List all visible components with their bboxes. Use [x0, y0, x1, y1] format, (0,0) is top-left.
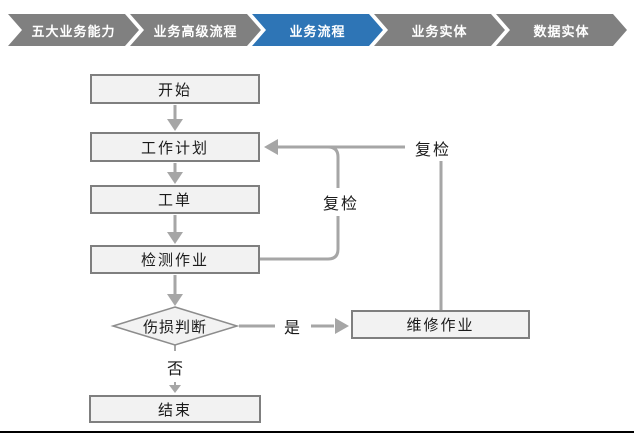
flow-node-label: 开始 — [157, 81, 192, 99]
nav-chevron-business-entity[interactable]: 业务实体 — [374, 14, 505, 46]
edge-label-no: 否 — [160, 351, 192, 382]
nav-chevron-label: 五大业务能力 — [31, 23, 116, 39]
decision-diamond-shape — [110, 306, 240, 346]
edge-label-text: 复检 — [322, 196, 359, 213]
flow-node-label: 结束 — [157, 401, 192, 419]
flow-node-inspection: 检测作业 — [90, 245, 260, 274]
flow-node-label: 检测作业 — [140, 252, 209, 269]
bottom-divider — [0, 431, 634, 433]
connector-repair-recheck — [278, 145, 443, 310]
nav-chevron-label: 数据实体 — [533, 23, 590, 39]
nav-chevron-business-process-active[interactable]: 业务流程 — [252, 14, 383, 46]
flow-node-label: 工单 — [157, 192, 192, 209]
nav-chevron-business-capabilities[interactable]: 五大业务能力 — [8, 14, 139, 46]
nav-chevron-label: 业务流程 — [289, 23, 346, 39]
flow-node-work-plan: 工作计划 — [90, 132, 260, 162]
connector-inspect-recheck — [260, 145, 340, 261]
edge-label-recheck-outer: 复检 — [405, 135, 461, 161]
edge-label-text: 否 — [166, 360, 185, 378]
flow-node-label: 维修作业 — [406, 317, 475, 334]
edge-label-recheck-inner: 复检 — [317, 188, 365, 216]
flow-node-label: 工作计划 — [140, 139, 209, 157]
breadcrumb: 五大业务能力 业务高级流程 业务流程 业务实体 数据实体 — [8, 14, 626, 46]
edge-label-text: 是 — [283, 319, 302, 337]
nav-chevron-label: 业务高级流程 — [153, 23, 238, 39]
nav-chevron-high-level-process[interactable]: 业务高级流程 — [130, 14, 261, 46]
flow-node-repair: 维修作业 — [351, 310, 530, 339]
arrowhead-left-icon — [264, 139, 278, 155]
edge-label-text: 复检 — [414, 142, 451, 159]
edge-label-yes: 是 — [275, 312, 311, 339]
flow-node-end: 结束 — [89, 395, 261, 423]
arrowhead-down-icon — [167, 294, 183, 306]
arrowhead-down-icon — [167, 119, 183, 131]
flow-node-label: 伤损判断 — [142, 318, 207, 336]
arrowhead-right-icon — [335, 318, 349, 334]
flow-node-work-order: 工单 — [90, 185, 260, 214]
flow-node-decision: 伤损判断 — [115, 312, 235, 340]
nav-chevron-label: 业务实体 — [411, 23, 468, 39]
flow-node-start: 开始 — [90, 74, 260, 104]
arrowhead-down-icon — [167, 232, 183, 244]
arrowhead-down-icon — [167, 172, 183, 184]
arrowhead-down-small-icon — [169, 385, 181, 393]
nav-chevron-data-entity[interactable]: 数据实体 — [496, 14, 627, 46]
